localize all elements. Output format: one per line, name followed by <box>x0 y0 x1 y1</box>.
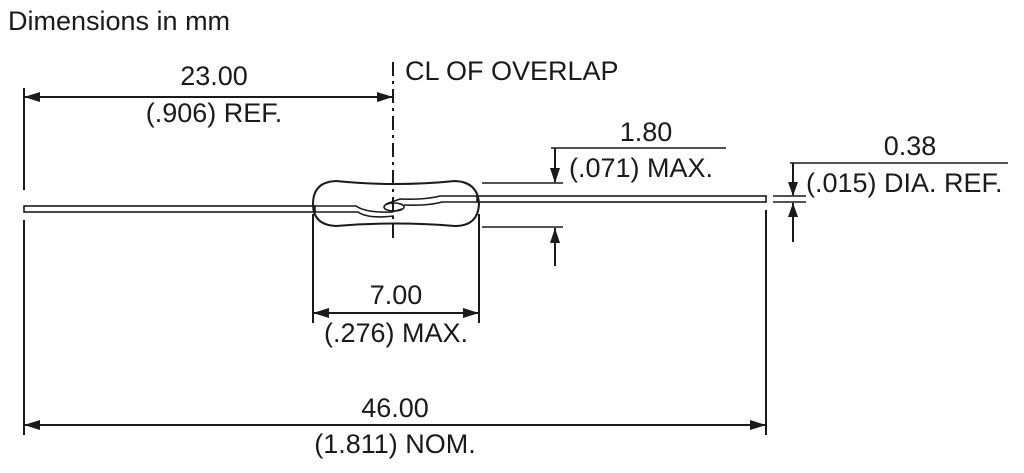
left-reed <box>315 205 403 218</box>
arrowhead-down <box>550 168 560 183</box>
overall-length-imperial: (1.811) NOM. <box>314 429 476 459</box>
half-length-dimension: 23.00 (.906) REF. <box>23 61 393 190</box>
left-lead <box>23 205 316 213</box>
right-reed <box>385 195 477 206</box>
glass-diameter-imperial: (.071) MAX. <box>569 153 713 183</box>
arrowhead-right <box>377 92 393 102</box>
lead-diameter-metric: 0.38 <box>884 131 937 161</box>
glass-length-dimension: 7.00 (.276) MAX. <box>312 214 480 348</box>
units-note: Dimensions in mm <box>8 6 230 36</box>
overlap-label: CL OF OVERLAP <box>405 56 619 86</box>
glass-length-imperial: (.276) MAX. <box>324 318 468 348</box>
arrowhead-up <box>788 203 798 217</box>
glass-diameter-metric: 1.80 <box>620 117 673 147</box>
glass-diameter-dimension: 1.80 (.071) MAX. <box>482 117 726 266</box>
overall-length-dimension: 46.00 (1.811) NOM. <box>23 210 767 459</box>
arrowhead-left <box>24 420 40 430</box>
lead-diameter-imperial: (.015) DIA. REF. <box>806 168 1003 198</box>
arrowhead-right <box>463 308 479 318</box>
reed-switch <box>23 179 767 228</box>
right-lead <box>476 195 767 203</box>
arrowhead-down <box>788 182 798 196</box>
glass-length-metric: 7.00 <box>370 280 423 310</box>
arrowhead-left <box>313 308 329 318</box>
glass-capsule <box>311 179 481 228</box>
half-length-imperial: (.906) REF. <box>146 98 283 128</box>
overall-length-metric: 46.00 <box>361 393 429 423</box>
lead-diameter-dimension: 0.38 (.015) DIA. REF. <box>773 131 1008 242</box>
arrowhead-right <box>750 420 766 430</box>
half-length-metric: 23.00 <box>180 61 248 91</box>
arrowhead-left <box>24 92 40 102</box>
arrowhead-up <box>550 228 560 243</box>
